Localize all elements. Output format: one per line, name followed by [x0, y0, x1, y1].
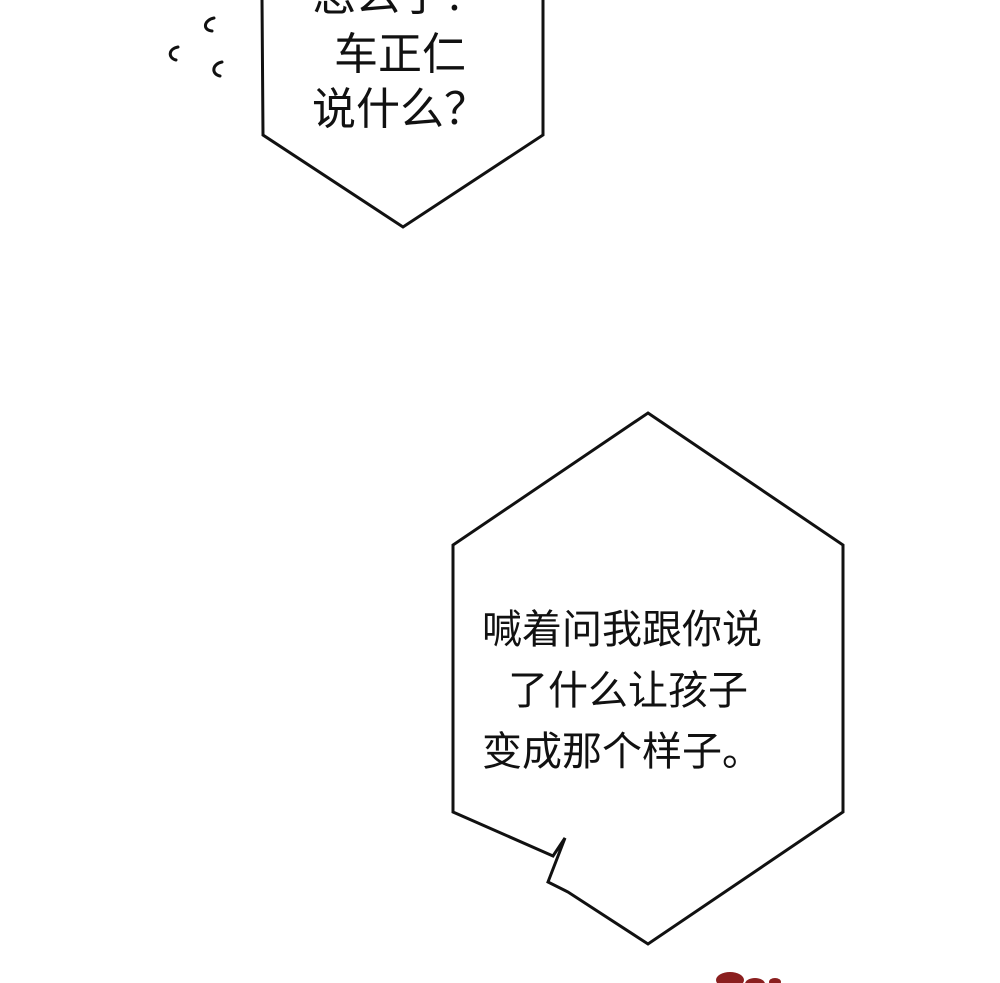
- bubble-bottom-line-1: 喊着问我跟你说: [482, 607, 762, 653]
- bubble-top-line-3: 说什么？: [312, 84, 488, 135]
- blood-splatter: [716, 972, 781, 983]
- speech-bubble-bottom: [451, 411, 845, 946]
- bubble-bottom-line-2: 了什么让孩子: [508, 668, 748, 714]
- speech-bubble-top: [260, 0, 545, 229]
- bubble-bottom-line-3: 变成那个样子。: [482, 729, 762, 775]
- bubble-top-line-1: 怎么了？: [312, 0, 488, 18]
- surprise-marks: [168, 16, 224, 78]
- bubble-top-line-2: 车正仁: [334, 29, 466, 80]
